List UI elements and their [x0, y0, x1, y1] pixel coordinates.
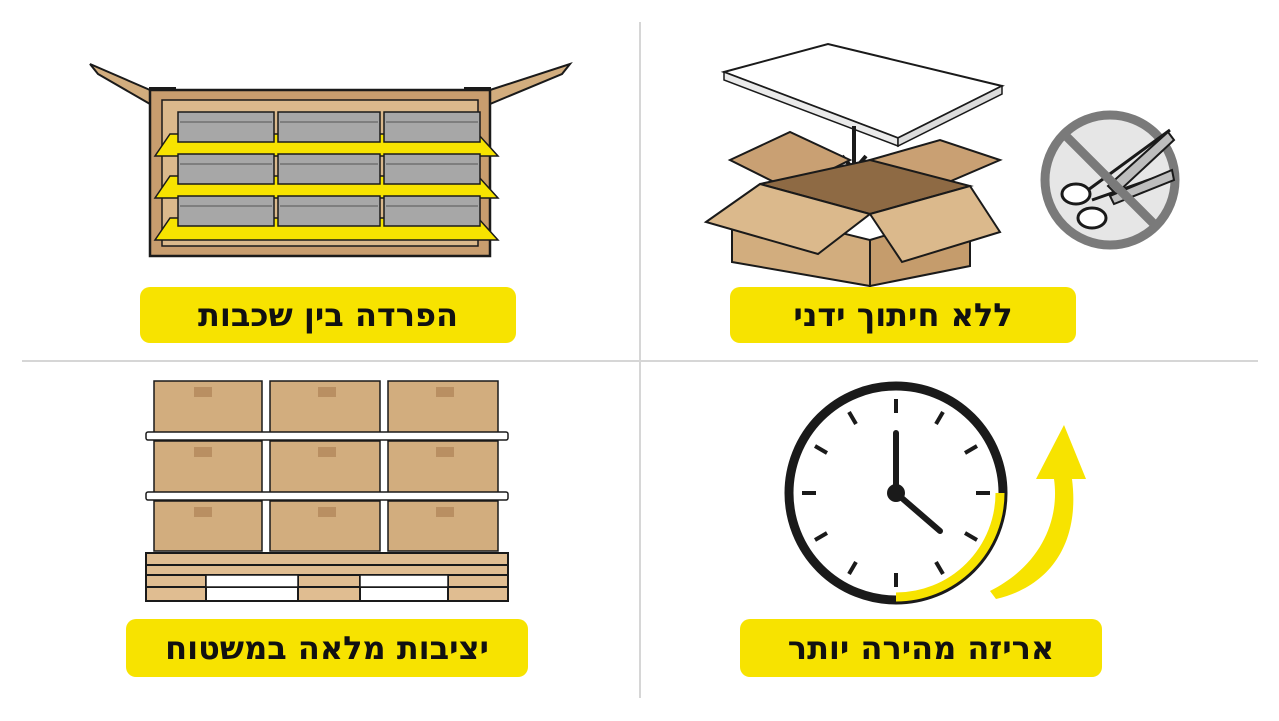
label-no-manual-cutting: ללא חיתוך ידני: [730, 287, 1076, 343]
panel-no-manual-cutting: ללא חיתוך ידני: [640, 0, 1279, 360]
horizontal-divider: [22, 360, 1258, 362]
label-layer-separation: הפרדה בין שכבות: [140, 287, 516, 343]
panel-layer-separation: הפרדה בין שכבות: [0, 0, 639, 360]
layered-box-icon: [89, 62, 573, 258]
pallet-boxes-icon: [145, 380, 509, 602]
panel-faster-packing: אריזה מהירה יותר: [640, 361, 1279, 721]
label-pallet-stability: יציבות מלאה במשטוח: [126, 619, 528, 677]
open-box-no-scissors-icon: [703, 42, 1180, 288]
clock-speed-icon: [784, 381, 1086, 605]
label-faster-packing: אריזה מהירה יותר: [740, 619, 1102, 677]
panel-pallet-stability: יציבות מלאה במשטוח: [0, 361, 639, 721]
